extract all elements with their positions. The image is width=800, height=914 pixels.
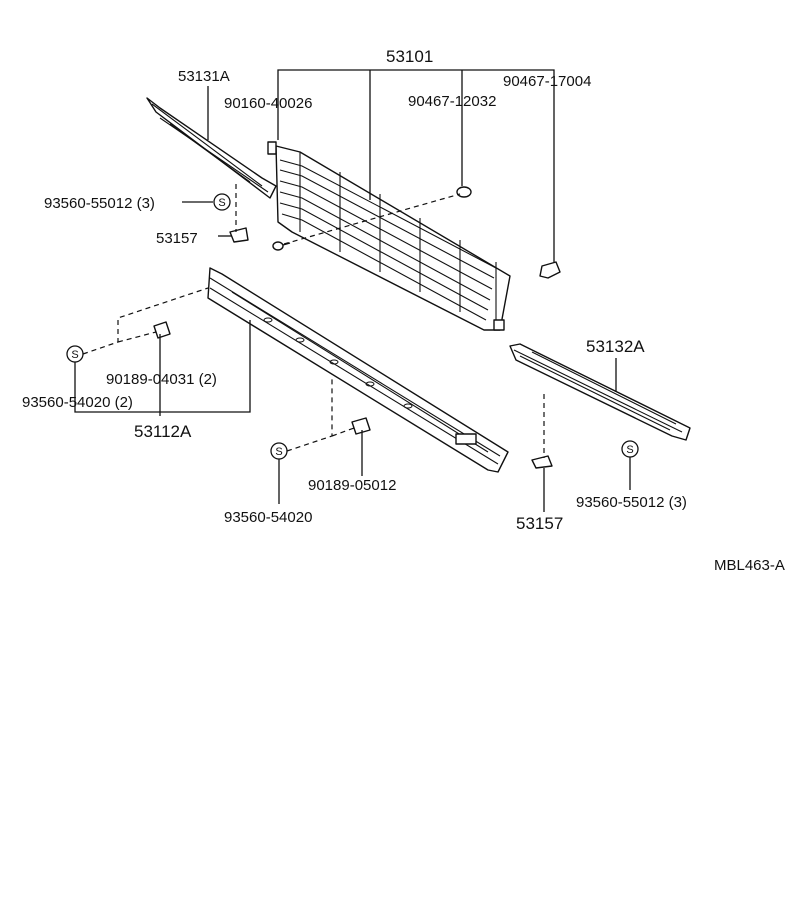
svg-text:S: S: [275, 446, 282, 458]
molding-53132A: [509, 343, 691, 441]
molding-53131A: [146, 97, 277, 199]
diagram-code: MBL463-A: [714, 557, 785, 574]
label-53131A: 53131A: [178, 68, 230, 85]
svg-text:S: S: [218, 197, 225, 209]
label-53112A: 53112A: [134, 422, 192, 441]
label-93560-54020: 93560-54020: [224, 509, 312, 526]
label-93560-54020-2: 93560-54020 (2): [22, 394, 133, 411]
label-90467-17004: 90467-17004: [503, 73, 591, 90]
screw-symbol-mid-left: S: [66, 345, 84, 363]
dashed-alignment-lines: [82, 184, 545, 458]
radiator-grille-53101: [267, 141, 511, 331]
label-53132A: 53132A: [586, 337, 645, 356]
label-93560-55012-left: 93560-55012 (3): [44, 195, 155, 212]
label-53157-left: 53157: [156, 230, 198, 247]
clip-53157-left: [229, 227, 249, 243]
label-90189-04031: 90189-04031 (2): [106, 371, 217, 388]
svg-text:S: S: [626, 444, 633, 456]
label-53157-right: 53157: [516, 514, 563, 533]
screw-symbol-upper-left: S: [213, 193, 231, 211]
label-90467-12032: 90467-12032: [408, 93, 496, 110]
molding-53112A: [207, 267, 509, 473]
screw-symbol-lower-center: S: [270, 442, 288, 460]
label-53101: 53101: [386, 47, 433, 66]
label-93560-55012-right: 93560-55012 (3): [576, 494, 687, 511]
clip-90189-05012: [351, 417, 371, 435]
leader-lines: [74, 69, 631, 512]
nut-90467-12032: [456, 186, 472, 198]
clip-53157-right: [531, 455, 553, 469]
svg-text:S: S: [71, 349, 78, 361]
clip-90189-04031: [153, 321, 171, 339]
label-90160-40026: 90160-40026: [224, 95, 312, 112]
screw-symbol-right: S: [621, 440, 639, 458]
retainer-90467-17004: [539, 261, 561, 279]
bolt-90160-40026: [272, 241, 291, 251]
label-90189-05012: 90189-05012: [308, 477, 396, 494]
